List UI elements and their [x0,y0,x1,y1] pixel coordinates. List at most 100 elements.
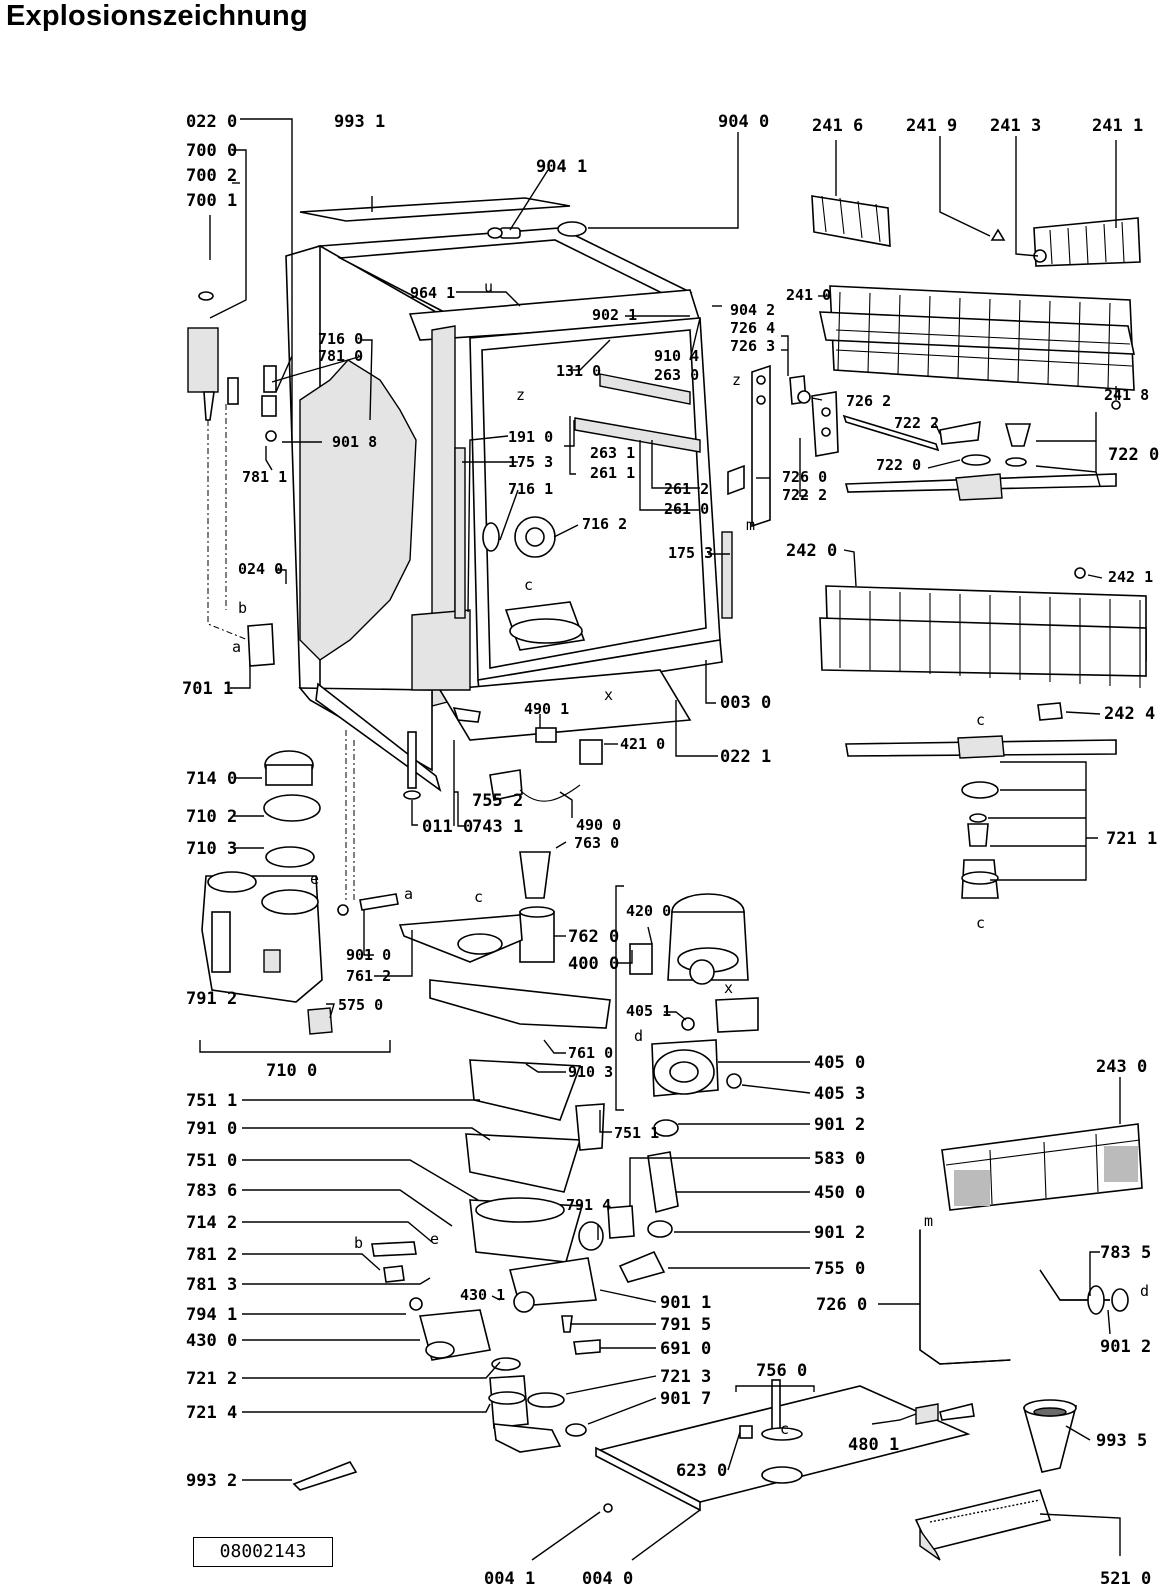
cutlery-basket [941,1123,1143,1211]
label-261-0: 261 0 [664,500,709,518]
label-490-1: 490 1 [524,700,569,718]
label-791-4: 791 4 [566,1196,611,1214]
drain-hose-parts [488,1357,587,1453]
letter-mark-m: m [924,1212,933,1230]
label-721-3: 721 3 [660,1367,711,1387]
label-175-3-a: 175 3 [508,453,553,471]
letter-mark-z: z [732,371,741,389]
control-panel [914,1489,1052,1561]
label-781-1: 781 1 [242,468,287,486]
letter-mark-a: a [232,638,241,656]
label-241-1: 241 1 [1092,116,1143,136]
leader-lines [199,118,1121,1561]
upper-spray-arm [811,391,1117,501]
label-791-2: 791 2 [186,989,237,1009]
label-904-0: 904 0 [718,112,769,132]
label-490-0: 490 0 [576,816,621,834]
label-726-2: 726 2 [846,392,891,410]
label-783-6: 783 6 [186,1181,237,1201]
label-575-0: 575 0 [338,996,383,1014]
label-521-0: 521 0 [1100,1569,1151,1588]
label-701-1: 701 1 [182,679,233,699]
label-003-0: 003 0 [720,693,771,713]
label-901-1: 901 1 [660,1293,711,1313]
letter-mark-c: c [976,914,985,932]
letter-mark-e: e [430,1230,439,1248]
label-400-0: 400 0 [568,954,619,974]
letter-mark-c: c [474,888,483,906]
label-700-1: 700 1 [186,191,237,211]
label-430-1: 430 1 [460,1286,505,1304]
label-964-1: 964 1 [410,284,455,302]
label-721-4: 721 4 [186,1403,237,1423]
label-710-0: 710 0 [266,1061,317,1081]
label-726-0-b: 726 0 [816,1295,867,1315]
label-781-2: 781 2 [186,1245,237,1265]
label-405-1: 405 1 [626,1002,671,1020]
label-722-0-a: 722 0 [1108,445,1159,465]
label-761-0: 761 0 [568,1044,613,1062]
door-hinge-arm [751,364,811,528]
label-716-1: 716 1 [508,480,553,498]
label-242-1: 242 1 [1108,568,1153,586]
label-243-0: 243 0 [1096,1057,1147,1077]
label-901-2-a: 901 2 [814,1115,865,1135]
label-421-0: 421 0 [620,735,665,753]
small-parts [187,291,975,1513]
label-700-0: 700 0 [186,141,237,161]
label-241-8: 241 8 [1104,386,1149,404]
letter-mark-b: b [238,599,247,617]
label-700-2: 700 2 [186,166,237,186]
letter-mark-x: x [724,979,733,997]
letter-mark-z: z [516,386,525,404]
letter-mark-b: b [354,1234,363,1252]
label-781-0: 781 0 [318,347,363,365]
label-763-0: 763 0 [574,834,619,852]
label-583-0: 583 0 [814,1149,865,1169]
label-261-1: 261 1 [590,464,635,482]
letter-mark-d: d [634,1027,643,1045]
label-993-2: 993 2 [186,1471,237,1491]
label-241-9: 241 9 [906,116,957,136]
label-901-8: 901 8 [332,433,377,451]
letter-mark-u: u [484,278,493,296]
label-242-0: 242 0 [786,541,837,561]
label-743-1: 743 1 [472,817,523,837]
label-721-1: 721 1 [1106,829,1157,849]
label-791-5: 791 5 [660,1315,711,1335]
label-004-1: 004 1 [484,1569,535,1588]
label-480-1: 480 1 [848,1435,899,1455]
label-430-0: 430 0 [186,1331,237,1351]
label-261-2: 261 2 [664,480,709,498]
letter-mark-l: c [976,711,985,729]
cabinet-frame [285,221,745,793]
label-761-2: 761 2 [346,967,391,985]
document-code-box: 08002143 [193,1537,333,1567]
letter-mark-c: c [524,576,533,594]
label-024-0: 024 0 [238,560,283,578]
label-691-0: 691 0 [660,1339,711,1359]
base-plate [595,1379,971,1512]
label-904-1: 904 1 [536,157,587,177]
label-756-0: 756 0 [756,1361,807,1381]
label-714-0: 714 0 [186,769,237,789]
label-420-0: 420 0 [626,902,671,920]
label-722-0-b: 722 0 [876,456,921,474]
sump-assembly [398,851,611,1313]
letter-mark-m: m [746,516,755,534]
label-241-0: 241 0 [786,286,831,304]
top-cover-panel [299,197,571,222]
label-726-3: 726 3 [730,337,775,355]
label-022-0: 022 0 [186,112,237,132]
label-011-0: 011 0 [422,817,473,837]
label-263-1: 263 1 [590,444,635,462]
label-241-6: 241 6 [812,116,863,136]
label-726-0-a: 726 0 [782,468,827,486]
letter-mark-group: b a c z z x u m c e a c x d c b e m d c [232,278,1149,1438]
label-242-4: 242 4 [1104,704,1155,724]
label-762-0: 762 0 [568,927,619,947]
page-title: Explosionszeichnung [6,0,308,32]
label-721-2: 721 2 [186,1369,237,1389]
label-902-1: 902 1 [592,306,637,324]
part-label-group: 022 0 993 1 904 1 904 0 241 6 241 9 241 … [182,112,1159,1588]
